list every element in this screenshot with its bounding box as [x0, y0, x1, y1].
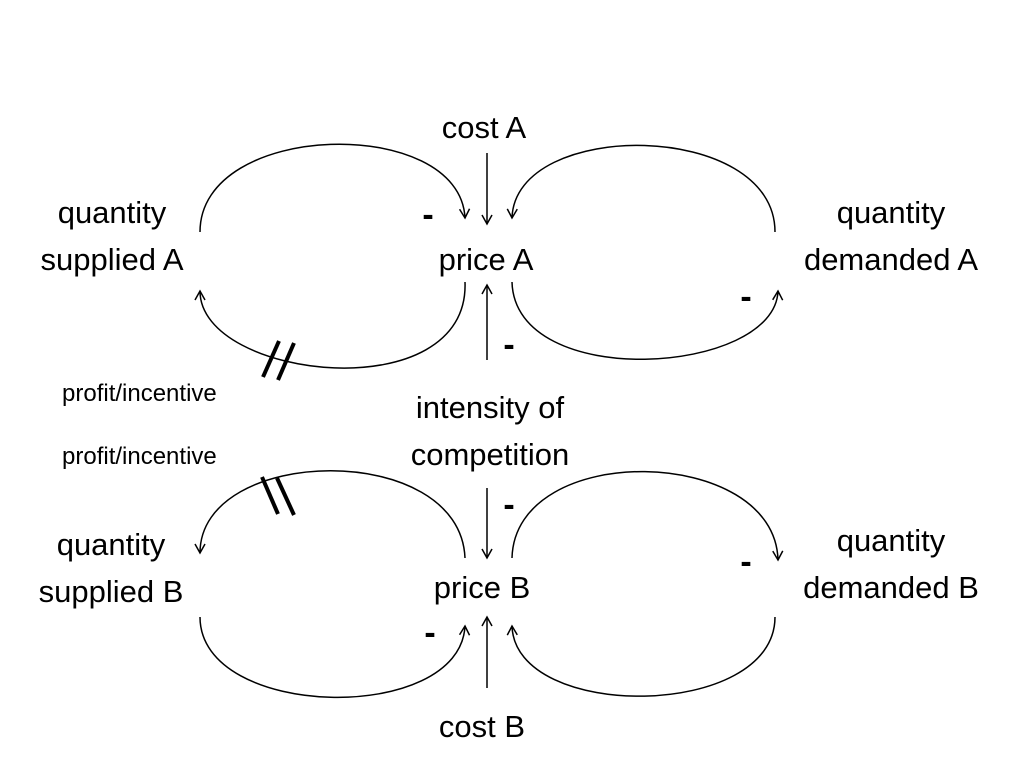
price-a-label: price A	[438, 242, 534, 277]
link-price-b-to-demanded-b	[511, 470, 784, 562]
node-price-b: price B	[434, 564, 530, 611]
node-cost-b: cost B	[439, 703, 525, 750]
link-supplied-a-to-price-a	[199, 143, 471, 233]
polarity-price-to-demand-b: -	[740, 543, 752, 581]
profit-incentive-label-b: profit/incentive	[62, 443, 217, 470]
polarity-supply-to-price-a: -	[422, 196, 434, 234]
quantity-demanded-a-line-1: quantity	[836, 195, 946, 230]
polarity-price-to-demand-a: -	[740, 278, 752, 316]
link-price-b-to-supplied-b	[194, 470, 466, 559]
cost-a-label: cost A	[441, 110, 527, 145]
polarity-competition-to-price-b: -	[503, 486, 515, 524]
delay-marker-a	[261, 340, 296, 381]
link-supplied-b-to-price-b	[199, 616, 471, 698]
polarity-supply-to-price-b: -	[424, 614, 436, 652]
quantity-supplied-a-line-1: quantity	[57, 195, 167, 230]
quantity-supplied-b-line-2: supplied B	[38, 574, 184, 609]
quantity-supplied-a-line-2: supplied A	[40, 242, 184, 277]
quantity-demanded-b-line-2: demanded B	[803, 570, 979, 605]
link-demanded-b-to-price-b	[506, 616, 776, 697]
price-b-label: price B	[433, 570, 531, 605]
node-cost-a: cost A	[442, 104, 526, 151]
node-quantity-demanded-b: quantity demanded B	[803, 517, 979, 611]
polarity-competition-to-price-a: -	[503, 326, 515, 364]
quantity-demanded-a-line-2: demanded A	[803, 242, 979, 277]
node-price-a: price A	[439, 236, 534, 283]
link-demanded-a-to-price-a	[506, 144, 776, 233]
intensity-of-competition-line-1: intensity of	[415, 390, 565, 425]
quantity-supplied-b-line-1: quantity	[56, 527, 166, 562]
link-price-a-to-supplied-a	[194, 281, 466, 369]
node-intensity-of-competition: intensity of competition	[411, 384, 570, 478]
quantity-demanded-b-line-1: quantity	[836, 523, 946, 558]
node-quantity-supplied-b: quantity supplied B	[39, 521, 184, 615]
node-quantity-supplied-a: quantity supplied A	[40, 189, 183, 283]
node-quantity-demanded-a: quantity demanded A	[804, 189, 978, 283]
cost-b-label: cost B	[438, 709, 526, 744]
profit-incentive-label-a: profit/incentive	[62, 380, 217, 407]
link-price-a-to-demanded-a	[511, 281, 784, 360]
delay-marker-b	[260, 476, 296, 516]
intensity-of-competition-line-2: competition	[410, 437, 570, 472]
